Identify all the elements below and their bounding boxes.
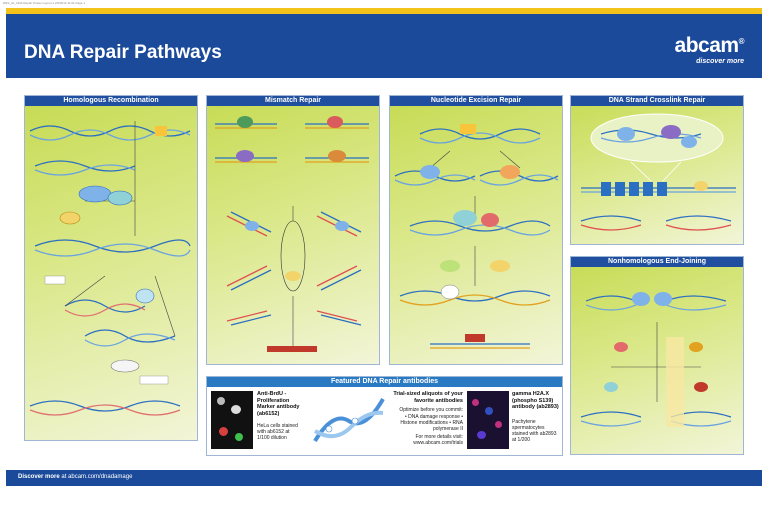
panel-title-nhej: Nonhomologous End-Joining [571,257,743,267]
abcam-logo: abcam® discover more [654,34,745,74]
gamma-h2ax-title: gamma H2A.X (phospho S139) antibody (ab2… [512,391,559,410]
nhej-diagram [580,292,732,427]
trial-more-link[interactable]: For more details visit: www.abcam.com/tr… [413,434,463,446]
footer-bar: Discover more at abcam.com/dnadamage [6,470,762,486]
brdu-description: HeLa cells stained with ab6152 at 1/100 … [257,423,298,441]
mismatch-diagram [215,116,369,352]
gamma-h2ax-description: Pachytene spermatocytes stained with ab2… [512,419,557,443]
brdu-title: Anti-BrdU - Proliferation Marker antibod… [257,391,300,417]
nhej-panel: Nonhomologous End-Joining [570,256,744,455]
panel-title-nucleotide: Nucleotide Excision Repair [390,96,562,106]
dna-helix-graphic [309,391,387,449]
crosslink-repair-panel: DNA Strand Crosslink Repair [570,95,744,245]
homologous-diagram [29,121,191,416]
poster-title: DNA Repair Pathways [24,42,222,63]
nucleotide-excision-panel: Nucleotide Excision Repair [389,95,563,365]
panel-title-crosslink: DNA Strand Crosslink Repair [571,96,743,106]
yellow-strip [6,8,762,14]
trial-description: Optimize before you commit: [399,407,463,413]
crosslink-diagram [580,113,736,231]
antibodies-heading: Featured DNA Repair antibodies [207,377,562,387]
logo-tagline: discover more [696,58,744,65]
mismatch-repair-panel: Mismatch Repair [206,95,380,365]
homologous-recombination-panel: Homologous Recombination [24,95,198,441]
panel-title-mismatch: Mismatch Repair [207,96,379,106]
footer-discover-link[interactable]: Discover more at abcam.com/dnadamage [18,474,133,480]
panel-title-homologous: Homologous Recombination [25,96,197,106]
brdu-image [211,391,253,449]
featured-antibodies-panel: Featured DNA Repair antibodies Anti-BrdU… [206,376,563,456]
trial-title: Trial-sized aliquots of your favorite an… [393,391,463,404]
nucleotide-diagram [394,124,559,349]
print-slug-bar: DRS_A1_DNA Repair Poster Layout 1 2/6/20… [0,0,768,10]
poster-header: DNA Repair Pathways abcam® discover more [6,14,762,78]
trial-items: • DNA damage response • Histone modifica… [400,414,463,432]
logo-brand: abcam® [674,34,745,57]
print-slug-text: DRS_A1_DNA Repair Poster Layout 1 2/6/20… [3,1,85,5]
gamma-h2ax-image [467,391,509,449]
